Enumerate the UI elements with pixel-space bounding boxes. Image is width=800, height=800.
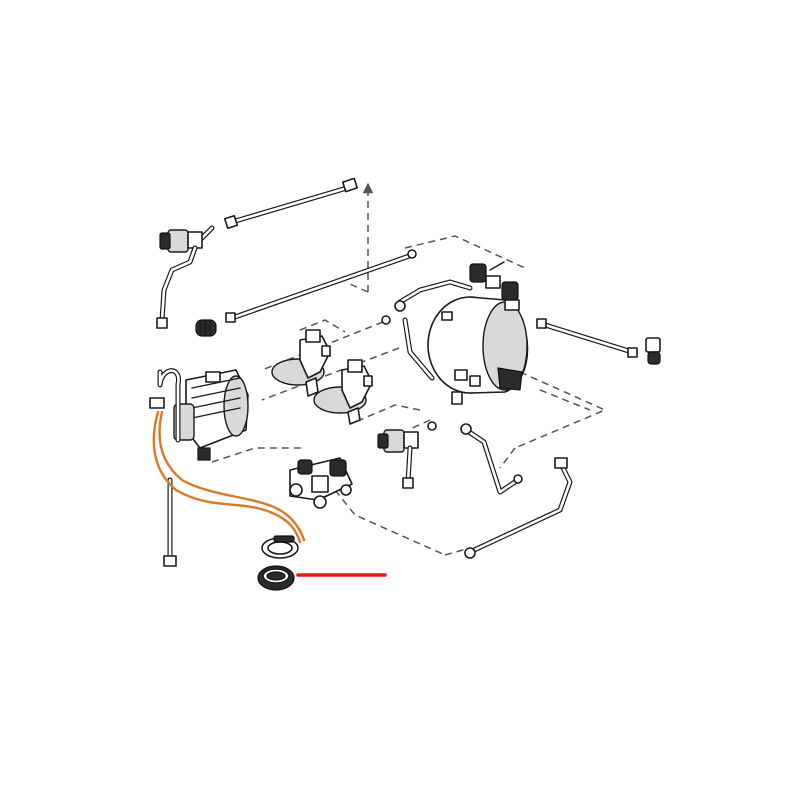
leader-line — [407, 419, 431, 431]
pressure-switch[interactable] — [645, 337, 661, 365]
top-pipe-with-nuts[interactable] — [223, 177, 359, 230]
leader-line — [334, 489, 446, 556]
cable-clamp-ring[interactable] — [261, 535, 299, 559]
rotary-pump-motor[interactable] — [173, 369, 249, 461]
solenoid-valve-block[interactable] — [289, 457, 353, 509]
hose-clamp-ring[interactable] — [257, 565, 295, 591]
leader-line — [349, 283, 369, 293]
leader-line — [261, 347, 400, 401]
bent-pipe-right[interactable] — [464, 457, 573, 559]
side-pipe[interactable] — [536, 318, 638, 358]
group-head-left[interactable] — [271, 329, 331, 397]
boiler-assembly[interactable] — [381, 261, 529, 405]
leader-line — [359, 404, 421, 421]
bent-pipe-front[interactable] — [460, 423, 523, 495]
hot-water-valve[interactable] — [377, 421, 437, 489]
leader-line — [299, 319, 346, 333]
long-pipe[interactable] — [225, 249, 417, 323]
leader-line — [404, 235, 526, 269]
spring-clip[interactable] — [195, 319, 217, 337]
leader-line — [514, 371, 607, 449]
leader-line — [444, 547, 471, 556]
water-inlet-hose[interactable] — [149, 368, 181, 567]
leader-lines — [211, 182, 607, 556]
leader-line — [211, 447, 305, 463]
leader-line — [539, 389, 591, 411]
group-head-right[interactable] — [313, 359, 373, 425]
steam-valve-assembly[interactable] — [156, 225, 215, 329]
electrical-wire[interactable] — [152, 410, 306, 544]
leader-line — [499, 447, 516, 469]
